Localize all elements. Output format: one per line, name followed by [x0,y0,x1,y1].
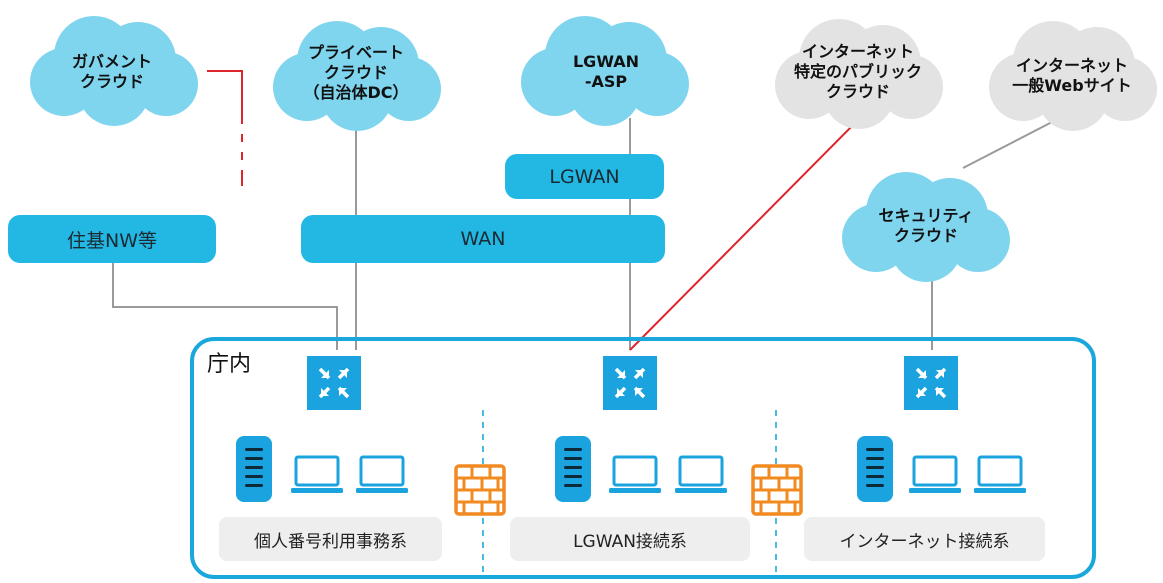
zone-separators [482,410,777,575]
segment-lgwan: LGWAN接続系 [510,517,750,561]
cloud-text: クラウド [323,63,388,82]
cloud-text: プライベート [307,43,404,62]
lgwan-label: LGWAN [549,165,620,188]
juki-line [112,262,338,350]
router-icon [307,356,361,410]
lgwan-node: LGWAN [505,154,664,199]
router-icon [603,356,657,410]
cloud-text: LGWAN [572,52,640,71]
laptop-icon [291,455,343,493]
cloud-text: インターネット [801,42,915,61]
cloud-label-security: セキュリティ クラウド [878,206,973,246]
cloud-label-internet-public: インターネット 特定のパブリック クラウド [794,42,922,102]
office-zone [190,337,1096,579]
server-icon [236,436,272,502]
red-lines [207,70,859,351]
wan-label: WAN [460,228,506,250]
office-zone-title: 庁内 [207,352,252,377]
juki-network-label: 住基NW等 [67,229,157,252]
segment-label: インターネット接続系 [839,531,1010,552]
wan-node: WAN [301,215,665,263]
laptop-icon [909,455,961,493]
cloud-text: クラウド [893,226,959,245]
segment-internet: インターネット接続系 [804,517,1045,561]
cloud-label-internet-general: インターネット 一般Webサイト [1012,56,1131,96]
laptop-icon [356,455,408,493]
cloud-text: 一般Webサイト [1012,76,1132,95]
gov-cloud-red-line [207,70,243,124]
cloud-label-government: ガバメント クラウド [72,52,152,92]
cloud-text: 特定のパブリック [793,62,923,81]
cloud-text: （自治体DC） [303,83,409,102]
public-cloud-red-line [629,119,859,351]
cloud-text: ガバメント [71,52,153,71]
laptop-icon [974,455,1026,493]
firewall-icon [454,464,506,516]
cloud-label-lgwan-asp: LGWAN -ASP [573,52,639,92]
juki-network-node: 住基NW等 [8,215,216,263]
cloud-text: -ASP [584,72,628,91]
internet-general-line [962,121,1053,169]
segment-mynumber: 個人番号利用事務系 [219,517,442,561]
segment-label: 個人番号利用事務系 [254,531,407,552]
cloud-text: セキュリティ [878,206,974,225]
cloud-label-private: プライベート クラウド （自治体DC） [303,43,408,103]
cloud-text: クラウド [79,72,145,91]
router-icon [904,356,958,410]
laptop-icon [675,455,727,493]
cloud-text: クラウド [825,82,891,101]
laptop-icon [609,455,661,493]
firewall-icon [751,464,803,516]
segment-label: LGWAN接続系 [573,531,687,552]
server-icon [555,436,591,502]
cloud-text: インターネット [1015,56,1129,75]
server-icon [857,436,893,502]
